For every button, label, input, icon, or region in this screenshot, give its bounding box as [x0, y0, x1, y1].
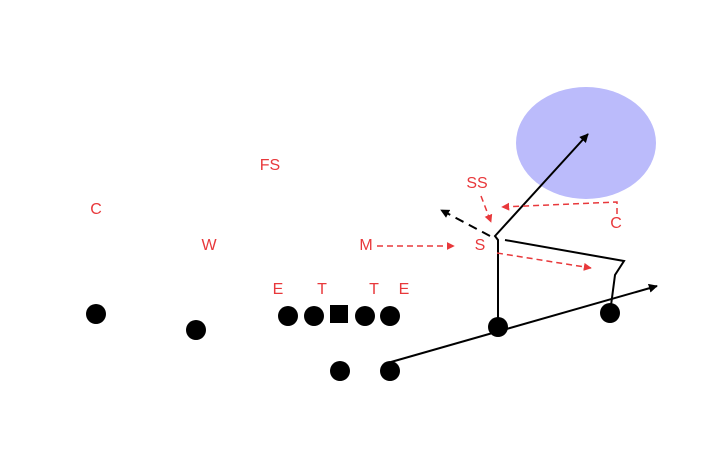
- defense-strong-safety-label: SS: [466, 175, 487, 192]
- offense-player-center: [330, 305, 348, 323]
- offense-player-slot-right: [488, 317, 508, 337]
- offense-player-right-tackle: [380, 306, 400, 326]
- route-inside-receiver: [493, 133, 589, 327]
- defense-tackle-left-label: T: [317, 281, 327, 298]
- offense-players: [86, 303, 620, 381]
- corner-right-arrow: [501, 201, 618, 214]
- offense-player-wide-right: [600, 303, 620, 323]
- defense-movement: [377, 195, 618, 271]
- defense-will-label: W: [201, 237, 217, 254]
- offense-player-slot-left: [186, 320, 206, 340]
- defense-end-right-label: E: [399, 281, 410, 298]
- defense-mike-label: M: [359, 237, 372, 254]
- defense-corner-left-label: C: [90, 201, 102, 218]
- offense-routes: [390, 133, 658, 363]
- offense-player-left-guard: [304, 306, 324, 326]
- defense-players: FS SS C C W M S E T T E: [90, 157, 622, 298]
- coverage-zone: [516, 87, 656, 199]
- defense-corner-right-label: C: [610, 215, 622, 232]
- sam-drop-arrow: [496, 252, 592, 271]
- route-outside-receiver: [504, 239, 626, 314]
- route-inside-option-dashed: [440, 209, 491, 237]
- offense-player-wide-left: [86, 304, 106, 324]
- offense-player-left-tackle: [278, 306, 298, 326]
- offense-player-back: [380, 361, 400, 381]
- strong-safety-arrow: [480, 195, 493, 223]
- route-back-swing: [390, 283, 658, 363]
- defense-end-left-label: E: [273, 281, 284, 298]
- offense-player-quarterback: [330, 361, 350, 381]
- offense-player-right-guard: [355, 306, 375, 326]
- defense-free-safety-label: FS: [260, 157, 280, 174]
- defense-tackle-right-label: T: [369, 281, 379, 298]
- defense-sam-label: S: [475, 237, 486, 254]
